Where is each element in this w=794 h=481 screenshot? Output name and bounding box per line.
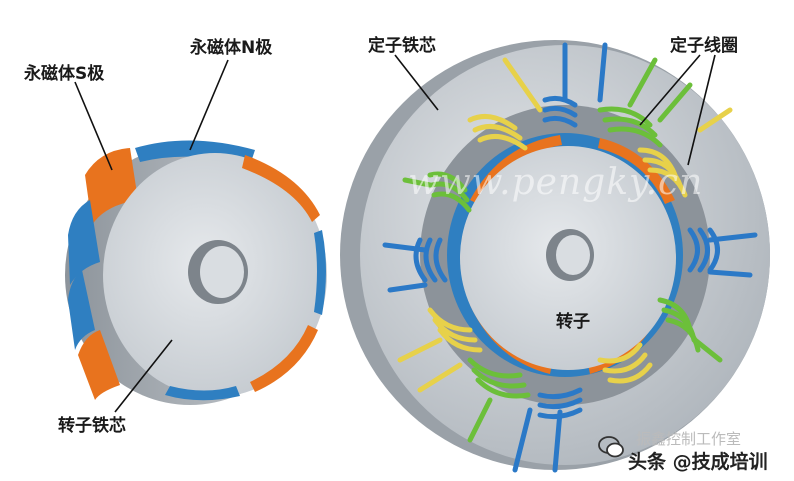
chat-bubble-icon <box>598 436 624 458</box>
callout-lines <box>74 54 716 413</box>
coil-blue <box>382 42 758 473</box>
coil-blue-top <box>542 95 578 128</box>
source-credit: 头条 @技成培训 <box>628 451 768 473</box>
stator-assembly <box>340 40 770 473</box>
watermark-text: www.pengky.cn <box>408 162 704 203</box>
label-stator-coil: 定子线圈 <box>670 36 738 56</box>
callout-rotor-n-pole <box>189 59 229 151</box>
coil-blue-left <box>413 237 448 283</box>
coil-yellow-bottom <box>597 342 653 384</box>
magnet-s-pole <box>85 148 138 225</box>
coil-yellow-leads <box>397 57 733 393</box>
magnet-s-pole <box>242 155 320 222</box>
coil-green-bottom <box>467 357 531 399</box>
magnet-s-pole <box>598 138 675 204</box>
magnet-s-pole <box>250 325 318 392</box>
coil-green-leads <box>402 57 723 443</box>
magnet-s-pole <box>78 330 120 400</box>
magnet-n-pole <box>68 200 100 285</box>
shaft-hole-inner <box>556 235 590 275</box>
callout-stator-coil-a <box>639 54 701 126</box>
callout-stator-core <box>394 54 439 111</box>
coil-yellow-right <box>637 147 688 198</box>
coil-blue-right <box>687 227 720 273</box>
coil-green-right <box>657 297 701 353</box>
coil-yellow-left <box>427 307 483 353</box>
callout-stator-coil-b <box>687 54 716 166</box>
shaft-hole-inner <box>200 246 244 298</box>
label-rotor-core: 转子铁芯 <box>58 416 126 436</box>
coil-blue-leads <box>382 42 758 473</box>
label-stator-core: 定子铁芯 <box>368 36 436 56</box>
label-rotor: 转子 <box>556 312 590 332</box>
coil-yellow <box>397 57 733 393</box>
coil-yellow-top-left <box>467 113 528 151</box>
callout-rotor-core <box>114 339 173 413</box>
coil-green <box>402 57 723 443</box>
channel-name: 振鑫控制工作室 <box>636 430 742 448</box>
label-rotor-n-pole: 永磁体N极 <box>190 38 273 58</box>
magnet-n-pole <box>68 270 95 350</box>
callout-rotor-s-pole <box>74 81 113 171</box>
coil-green-top <box>597 106 663 148</box>
magnet-n-pole <box>314 230 326 315</box>
label-rotor-s-pole: 永磁体S极 <box>24 64 105 84</box>
coil-green-left <box>427 171 472 213</box>
rotor-assembly <box>65 140 327 405</box>
magnet-n-pole <box>165 386 240 401</box>
